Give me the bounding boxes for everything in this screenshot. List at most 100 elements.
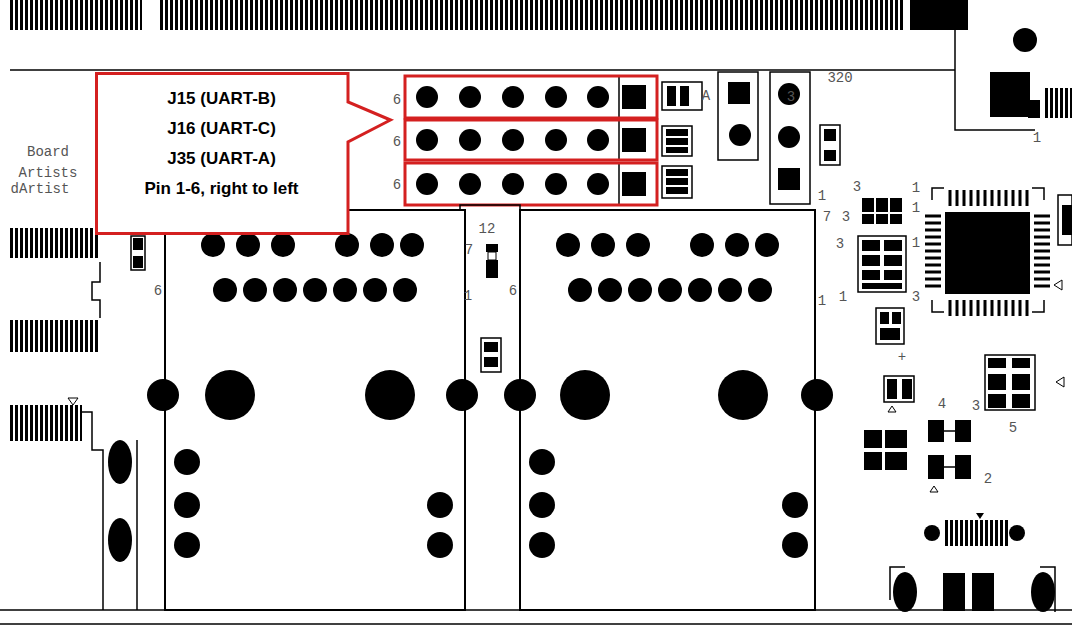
silkscreen-label: 1 — [912, 200, 920, 216]
passive-parts-part — [930, 486, 938, 492]
left-edge-parts-part — [92, 262, 100, 318]
left-edge-parts — [10, 228, 145, 610]
left-edge-parts-part — [10, 320, 98, 352]
rj45-connector-part — [628, 278, 652, 302]
silkscreen-label: 6 — [393, 177, 401, 193]
header-pins-part-part — [618, 77, 620, 117]
passive-parts-part — [884, 255, 902, 266]
silkscreen-label: 1 — [1033, 130, 1041, 146]
passive-parts-part — [988, 358, 1006, 368]
rj45-connector-part — [782, 532, 808, 558]
silkscreen-label: dArtist — [11, 181, 70, 197]
jumpers-part — [666, 138, 688, 145]
silkscreen-label: 5 — [1009, 420, 1017, 436]
header-pins-part — [416, 77, 646, 117]
passive-parts-part — [1012, 374, 1030, 390]
silkscreen-label: 3 — [853, 179, 861, 195]
silkscreen-label: 1 — [818, 188, 826, 204]
edge-connector-pads-part — [910, 0, 968, 30]
header-pins-part-part — [587, 129, 609, 151]
passive-parts-part — [944, 431, 955, 467]
silkscreen-label: 7 — [823, 209, 831, 225]
jumpers-part — [778, 83, 800, 105]
silkscreen-label: 3 — [836, 236, 844, 252]
top-right-part-part — [1013, 28, 1037, 52]
header-pins-part-part — [459, 173, 481, 195]
left-edge-parts-part — [136, 440, 138, 610]
rj45-connector-part — [560, 370, 610, 420]
board-edge-part — [0, 623, 1072, 625]
passive-parts-part — [862, 270, 880, 280]
jumpers-part — [718, 72, 758, 160]
rj45-connector-part — [748, 278, 772, 302]
rj45-connector-part — [165, 210, 465, 610]
jumpers-part — [728, 82, 750, 104]
rj45-connector-part — [335, 233, 359, 257]
header-pins-part — [416, 164, 646, 204]
top-right-part-part — [1028, 100, 1040, 118]
jumpers-part — [666, 129, 688, 136]
board-edge — [0, 610, 1072, 624]
usb-connector-part — [890, 567, 1055, 612]
qfn-chip-part — [1034, 216, 1050, 286]
usb-connector — [890, 513, 1055, 612]
silkscreen-label: 12 — [479, 221, 496, 237]
passive-parts-part — [928, 455, 944, 479]
rj45-connector-part — [243, 278, 267, 302]
passive-parts-part — [876, 308, 904, 344]
silkscreen-label: 1 — [818, 293, 826, 309]
passive-parts-part — [858, 236, 906, 292]
passive-parts-part — [955, 420, 971, 442]
middle-parts-part — [481, 338, 501, 372]
rj45-connector-part — [427, 532, 453, 558]
passive-parts-part — [1056, 377, 1064, 387]
middle-parts-part — [486, 244, 498, 252]
silkscreen-label: Board — [27, 144, 69, 160]
silkscreen-label: 6 — [509, 283, 517, 299]
qfn-chip-part — [932, 188, 1044, 312]
rj45-connector-part — [688, 278, 712, 302]
silkscreen-label: + — [898, 349, 906, 365]
silkscreen-label: 1 — [912, 180, 920, 196]
left-edge-parts-part — [108, 440, 132, 484]
rj45-connector-part — [718, 278, 742, 302]
callout-text: Pin 1-6, right to left — [95, 174, 348, 204]
header-pins-part-part — [502, 173, 524, 195]
silkscreen-label: 7 — [465, 242, 473, 258]
usb-connector-part — [924, 525, 940, 541]
rj45-connector-part — [370, 233, 394, 257]
rj45-connector-part — [801, 379, 833, 411]
jumpers-part — [770, 72, 810, 204]
jumpers — [662, 72, 840, 204]
qfn-chip-part — [950, 300, 1027, 316]
header-pins-part-part — [618, 164, 620, 204]
rj45-connector-part — [755, 233, 779, 257]
rj45-connector-part — [333, 278, 357, 302]
passive-parts — [858, 198, 1064, 492]
rj45-connector-part — [626, 233, 650, 257]
header-pins-part-part — [622, 85, 646, 109]
left-edge-parts-part — [10, 405, 82, 441]
passive-parts-part — [988, 374, 1006, 390]
passive-parts-part — [890, 214, 902, 224]
edge-connector-pads-part — [10, 69, 955, 71]
qfn-chip-part — [1058, 195, 1072, 245]
header-pins-part-part — [587, 173, 609, 195]
middle-parts-part — [486, 260, 498, 278]
passive-parts-part — [890, 198, 902, 212]
usb-connector-part — [944, 520, 1010, 546]
rj45-connector-part — [782, 492, 808, 518]
jumpers-part — [666, 169, 688, 176]
qfn-chip — [925, 188, 1072, 316]
middle-parts — [460, 205, 520, 372]
middle-parts-part — [484, 357, 498, 367]
usb-connector-part — [972, 573, 994, 611]
passive-parts-part — [988, 394, 1006, 408]
top-right-part — [955, 0, 1072, 130]
rj45-connector-part — [690, 233, 714, 257]
passive-parts-part — [876, 198, 888, 212]
passive-parts-part — [862, 214, 874, 224]
header-pins-part-part — [502, 86, 524, 108]
